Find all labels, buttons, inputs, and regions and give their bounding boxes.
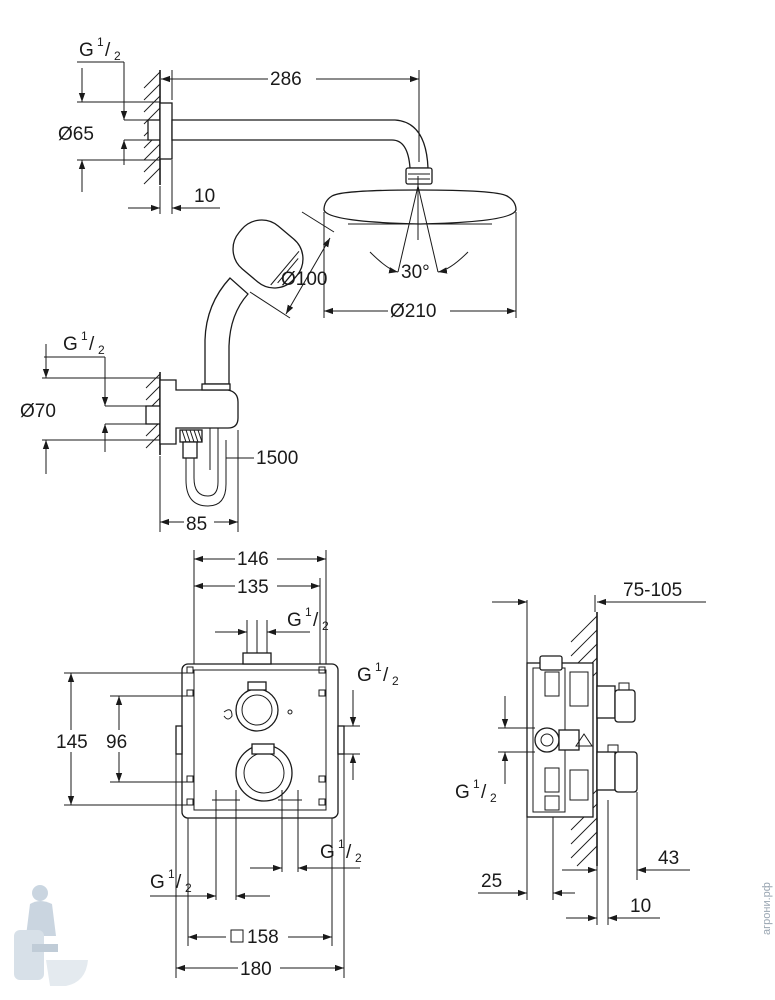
svg-text:/: / (176, 872, 182, 893)
arm-thread-denom: 2 (114, 49, 121, 63)
front-height-outer: 145 (56, 732, 88, 753)
front-width-inner: 135 (237, 577, 269, 598)
front-top-thread-numer: 1 (305, 605, 312, 619)
plate-width-dimension: 180 (240, 959, 272, 980)
head-diameter-dimension: Ø210 (390, 301, 436, 322)
front-bottom-right-thread-label: G (320, 842, 335, 863)
wall-offset-dimension: 10 (194, 186, 215, 207)
front-top-thread-label: G (287, 610, 302, 631)
front-right-thread-numer: 1 (375, 660, 382, 674)
outlet-thread-numer: 1 (81, 329, 88, 343)
hose-knurl (181, 429, 203, 443)
svg-text:/: / (313, 610, 319, 631)
hand-shower-diameter: Ø100 (281, 269, 327, 290)
shower-arm-view: 30° 286 G 1 / 2 Ø65 10 Ø210 (58, 35, 517, 322)
svg-text:/: / (346, 842, 352, 863)
svg-text:/: / (89, 334, 95, 355)
svg-text:/: / (105, 40, 111, 61)
arm-thread-label: G (79, 40, 94, 61)
outlet-thread-denom: 2 (98, 343, 105, 357)
front-bottom-left-thread-label: G (150, 872, 165, 893)
side-thread-denom: 2 (490, 791, 497, 805)
plate-square-dimension: 158 (247, 927, 279, 948)
front-top-thread-denom: 2 (322, 619, 329, 633)
front-height-inner: 96 (106, 732, 127, 753)
front-bottom-left-thread-numer: 1 (168, 867, 175, 881)
side-thread-label: G (455, 782, 470, 803)
side-depth-25: 25 (481, 871, 502, 892)
plumber-logo (14, 885, 88, 986)
side-depth-10: 10 (630, 896, 651, 917)
outlet-projection-dimension: 85 (186, 514, 207, 535)
hand-shower-view: Ø100 1500 G (20, 211, 335, 535)
side-thread-numer: 1 (473, 777, 480, 791)
arm-length-dimension: 286 (270, 69, 302, 90)
arm-thread-numer: 1 (97, 35, 104, 49)
side-depth-43: 43 (658, 848, 679, 869)
front-right-thread-denom: 2 (392, 674, 399, 688)
front-bottom-right-thread-numer: 1 (338, 837, 345, 851)
front-bottom-right-thread-denom: 2 (355, 851, 362, 865)
mixer-side-view: 75-105 G 1 / 2 25 43 10 (455, 580, 706, 925)
watermark-text: агрони.рф (761, 882, 773, 935)
outlet-diameter: Ø70 (20, 401, 56, 422)
spray-angle: 30° (401, 262, 430, 283)
front-width-outer: 146 (237, 549, 269, 570)
svg-text:/: / (383, 665, 389, 686)
mixer-front-view: 146 135 G 1 / 2 G 1 / 2 145 96 (54, 546, 399, 980)
installation-depth-dimension: 75-105 (623, 580, 682, 601)
outlet-thread-label: G (63, 334, 78, 355)
svg-text:/: / (481, 782, 487, 803)
front-right-thread-label: G (357, 665, 372, 686)
hose-length-dimension: 1500 (256, 448, 298, 469)
flange-diameter: Ø65 (58, 124, 94, 145)
